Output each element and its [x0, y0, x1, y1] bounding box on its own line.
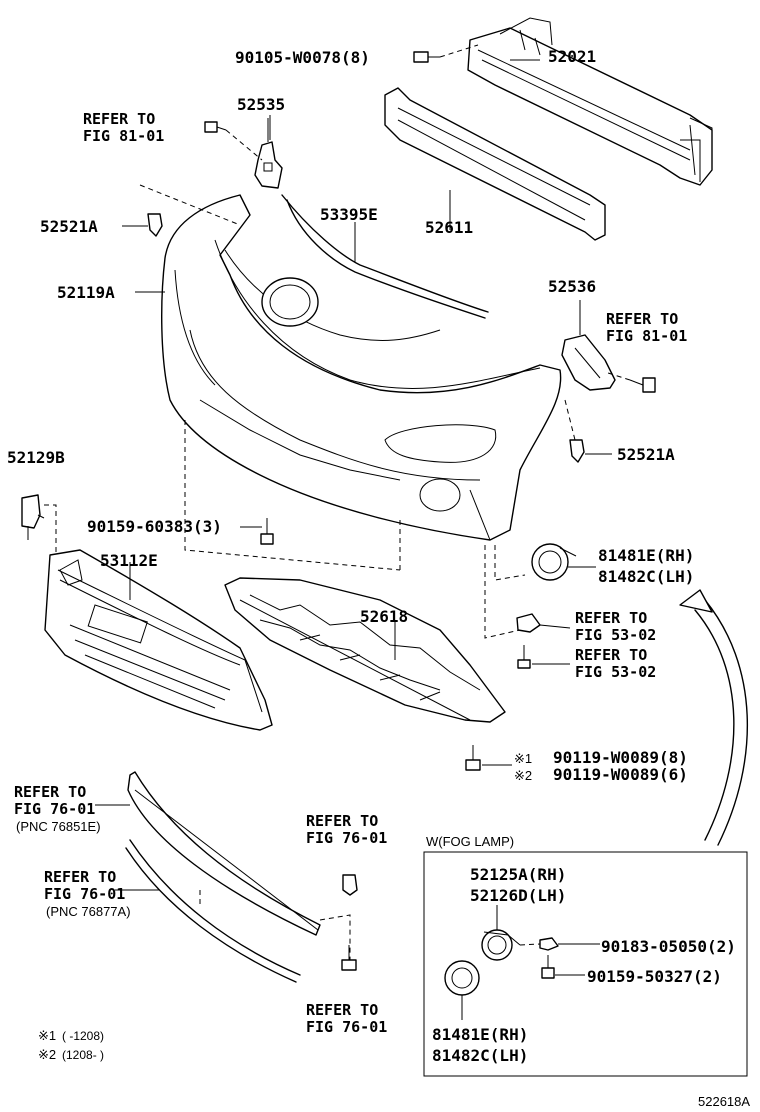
label-52021: 52021 — [548, 47, 596, 66]
label-81481e-rh-fog: 81481E(RH) — [432, 1025, 528, 1044]
label-52536: 52536 — [548, 277, 596, 296]
label-52129b: 52129B — [7, 448, 65, 467]
energy-absorber-52611 — [384, 87, 606, 241]
fog-lamp-box — [423, 851, 748, 1077]
screw-right-icon — [629, 377, 656, 393]
label-52521a-right: 52521A — [617, 445, 675, 464]
label-refer-fig76-b-1: REFER TO — [44, 868, 116, 886]
under-cover-52618 — [224, 577, 506, 723]
label-mark1: ※1 — [514, 751, 532, 766]
moulding-upper — [127, 771, 321, 936]
label-refer-fig76-a-3: (PNC 76851E) — [16, 819, 101, 834]
bracket-52536 — [561, 300, 616, 391]
diagram-id: 522618A — [698, 1094, 750, 1109]
legend1-text: ( -1208) — [62, 1029, 104, 1043]
moulding-lower — [125, 839, 301, 983]
label-refer-fig53-a-2: FIG 53-02 — [575, 626, 656, 644]
legend2-text: (1208- ) — [62, 1048, 104, 1062]
clip-52521a-right-icon — [569, 439, 585, 463]
label-90105: 90105-W0078(8) — [235, 48, 370, 67]
label-81482c-lh: 81482C(LH) — [598, 567, 694, 586]
label-90159-50327: 90159-50327(2) — [587, 967, 722, 986]
label-refer-fig53-b-1: REFER TO — [575, 646, 647, 664]
legend1-mark: ※1 — [38, 1028, 56, 1043]
label-refer-fig76-a-1: REFER TO — [14, 783, 86, 801]
label-90119-6: 90119-W0089(6) — [553, 765, 688, 784]
bracket-52129b — [21, 494, 45, 540]
label-90119-8: 90119-W0089(8) — [553, 748, 688, 767]
label-fog-lamp-title: W(FOG LAMP) — [426, 834, 514, 849]
legend2-mark: ※2 — [38, 1047, 56, 1062]
label-refer-fig53-b-2: FIG 53-02 — [575, 663, 656, 681]
grille-trim-53395e — [281, 194, 489, 319]
bolt-90105-icon — [413, 51, 440, 63]
label-refer-fig81-right-1: REFER TO — [606, 310, 678, 328]
label-90183-05050: 90183-05050(2) — [601, 937, 736, 956]
label-52125a-rh: 52125A(RH) — [470, 865, 566, 884]
label-refer-fig76-a-2: FIG 76-01 — [14, 800, 95, 818]
clip-fig76-icon — [342, 874, 358, 896]
screw-90159-60383-icon — [260, 518, 274, 545]
label-81482c-lh-fog: 81482C(LH) — [432, 1046, 528, 1065]
label-52535: 52535 — [237, 95, 285, 114]
label-refer-fig81-left-2: FIG 81-01 — [83, 127, 164, 145]
label-52119a: 52119A — [57, 283, 115, 302]
screw-fig76-icon — [341, 945, 357, 971]
label-refer-fig76-b-3: (PNC 76877A) — [46, 904, 131, 919]
lower-grille-53112e — [44, 549, 273, 731]
label-refer-fig76-c-1: REFER TO — [306, 812, 378, 830]
screw-fig53-icon — [517, 645, 531, 669]
clip-fig53-icon — [516, 613, 541, 633]
label-53395e: 53395E — [320, 205, 378, 224]
screw-left-icon — [204, 121, 227, 133]
screw-90119-icon — [465, 745, 481, 771]
label-52521a-left: 52521A — [40, 217, 98, 236]
label-52611: 52611 — [425, 218, 473, 237]
clip-52521a-left-icon — [147, 213, 163, 237]
label-90159-60383: 90159-60383(3) — [87, 517, 222, 536]
bumper-reinforcement-52021 — [467, 17, 713, 186]
fog-bezel-81481e-upper — [531, 543, 577, 581]
label-81481e-rh: 81481E(RH) — [598, 546, 694, 565]
curved-arrow-icon — [679, 589, 749, 846]
label-52618: 52618 — [360, 607, 408, 626]
bumper-cover-52119a — [161, 194, 562, 541]
label-refer-fig53-a-1: REFER TO — [575, 609, 647, 627]
label-52126d-lh: 52126D(LH) — [470, 886, 566, 905]
bracket-52535 — [254, 118, 283, 189]
label-refer-fig76-d-2: FIG 76-01 — [306, 1018, 387, 1036]
label-refer-fig81-right-2: FIG 81-01 — [606, 327, 687, 345]
label-refer-fig76-d-1: REFER TO — [306, 1001, 378, 1019]
label-refer-fig81-left-1: REFER TO — [83, 110, 155, 128]
label-refer-fig76-c-2: FIG 76-01 — [306, 829, 387, 847]
label-refer-fig76-b-2: FIG 76-01 — [44, 885, 125, 903]
label-mark2: ※2 — [514, 768, 532, 783]
label-53112e: 53112E — [100, 551, 158, 570]
